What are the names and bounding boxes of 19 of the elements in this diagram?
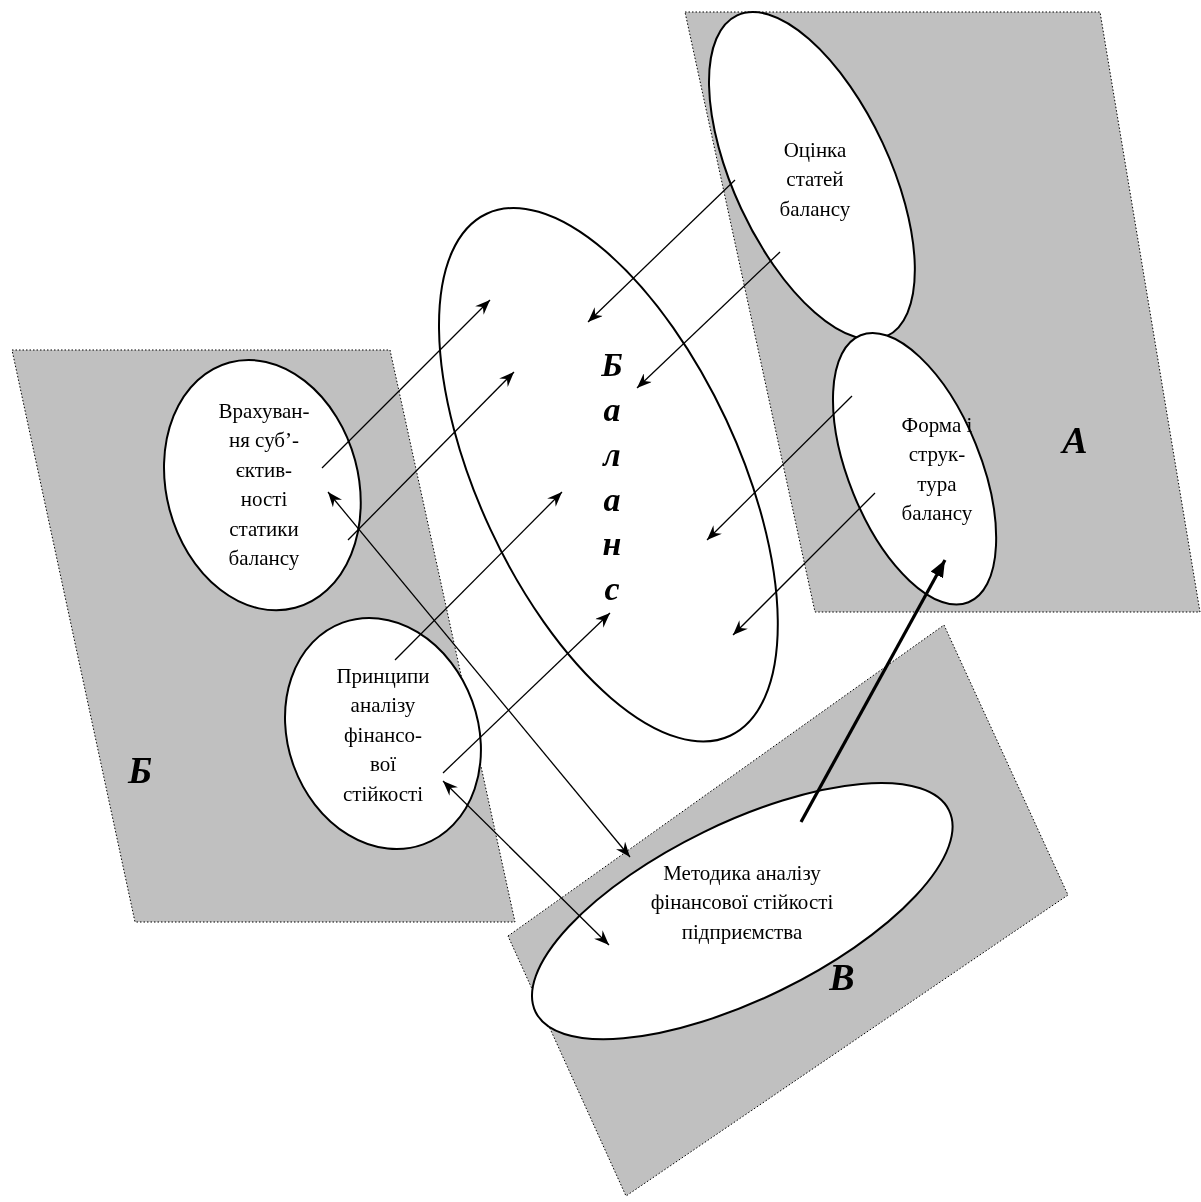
arrow: [442, 780, 610, 946]
arrow: [732, 492, 876, 636]
ellipse-label: Методика аналізу фінансової стійкості підприємства: [649, 859, 835, 946]
arrow: [321, 299, 491, 469]
band-letter: В: [829, 958, 855, 996]
arrow: [394, 491, 563, 661]
ellipse-label: Оцінка статей балансу: [778, 136, 852, 223]
band-letter: Б: [127, 751, 153, 789]
arrow: [587, 179, 736, 323]
arrow: [706, 395, 853, 541]
balance-title: Баланс: [600, 345, 624, 610]
arrow: [799, 559, 947, 823]
arrow: [636, 251, 781, 389]
arrow: [327, 491, 631, 858]
arrow: [347, 371, 515, 541]
band-letter: А: [1062, 421, 1088, 459]
ellipse-label: Принципи аналізу фінансо- вої стійкості: [335, 662, 431, 808]
ellipse-label: Врахуван- ня суб’- єктив- ності статики балансу: [217, 397, 311, 572]
arrow: [442, 612, 611, 774]
